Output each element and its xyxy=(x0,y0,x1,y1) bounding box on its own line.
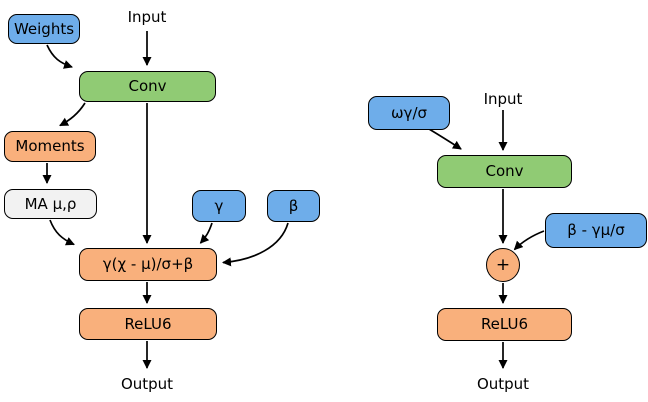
bn-formula-node: γ(χ - μ)/σ+β xyxy=(79,248,217,281)
weights-node: Weights xyxy=(8,14,80,44)
relu6-node-left: ReLU6 xyxy=(79,308,217,340)
gamma-node: γ xyxy=(192,190,246,222)
output-label-left: Output xyxy=(120,375,174,393)
arrow-conv-to-moments xyxy=(59,102,86,127)
folded-bias-node: β - γμ/σ xyxy=(545,213,647,248)
moments-node: Moments xyxy=(4,131,96,162)
conv-node-right: Conv xyxy=(437,155,572,188)
input-label-right: Input xyxy=(483,90,523,108)
relu6-node-right: ReLU6 xyxy=(437,308,572,341)
plus-node: + xyxy=(486,248,520,282)
beta-node: β xyxy=(267,190,320,222)
folded-weights-node: ωγ/σ xyxy=(368,96,450,130)
input-label-left: Input xyxy=(127,8,167,26)
arrow-weights-to-conv xyxy=(46,44,73,69)
arrow-beta-to-formula xyxy=(222,222,289,267)
arrow-folded-weights-to-conv xyxy=(428,128,462,150)
arrow-ma-to-formula xyxy=(49,219,75,246)
moving-average-node: MA μ,ρ xyxy=(4,189,97,219)
conv-node-left: Conv xyxy=(79,71,216,102)
output-label-right: Output xyxy=(476,375,530,393)
arrow-folded-bias-to-plus xyxy=(513,230,545,251)
arrow-gamma-to-formula xyxy=(199,222,213,244)
